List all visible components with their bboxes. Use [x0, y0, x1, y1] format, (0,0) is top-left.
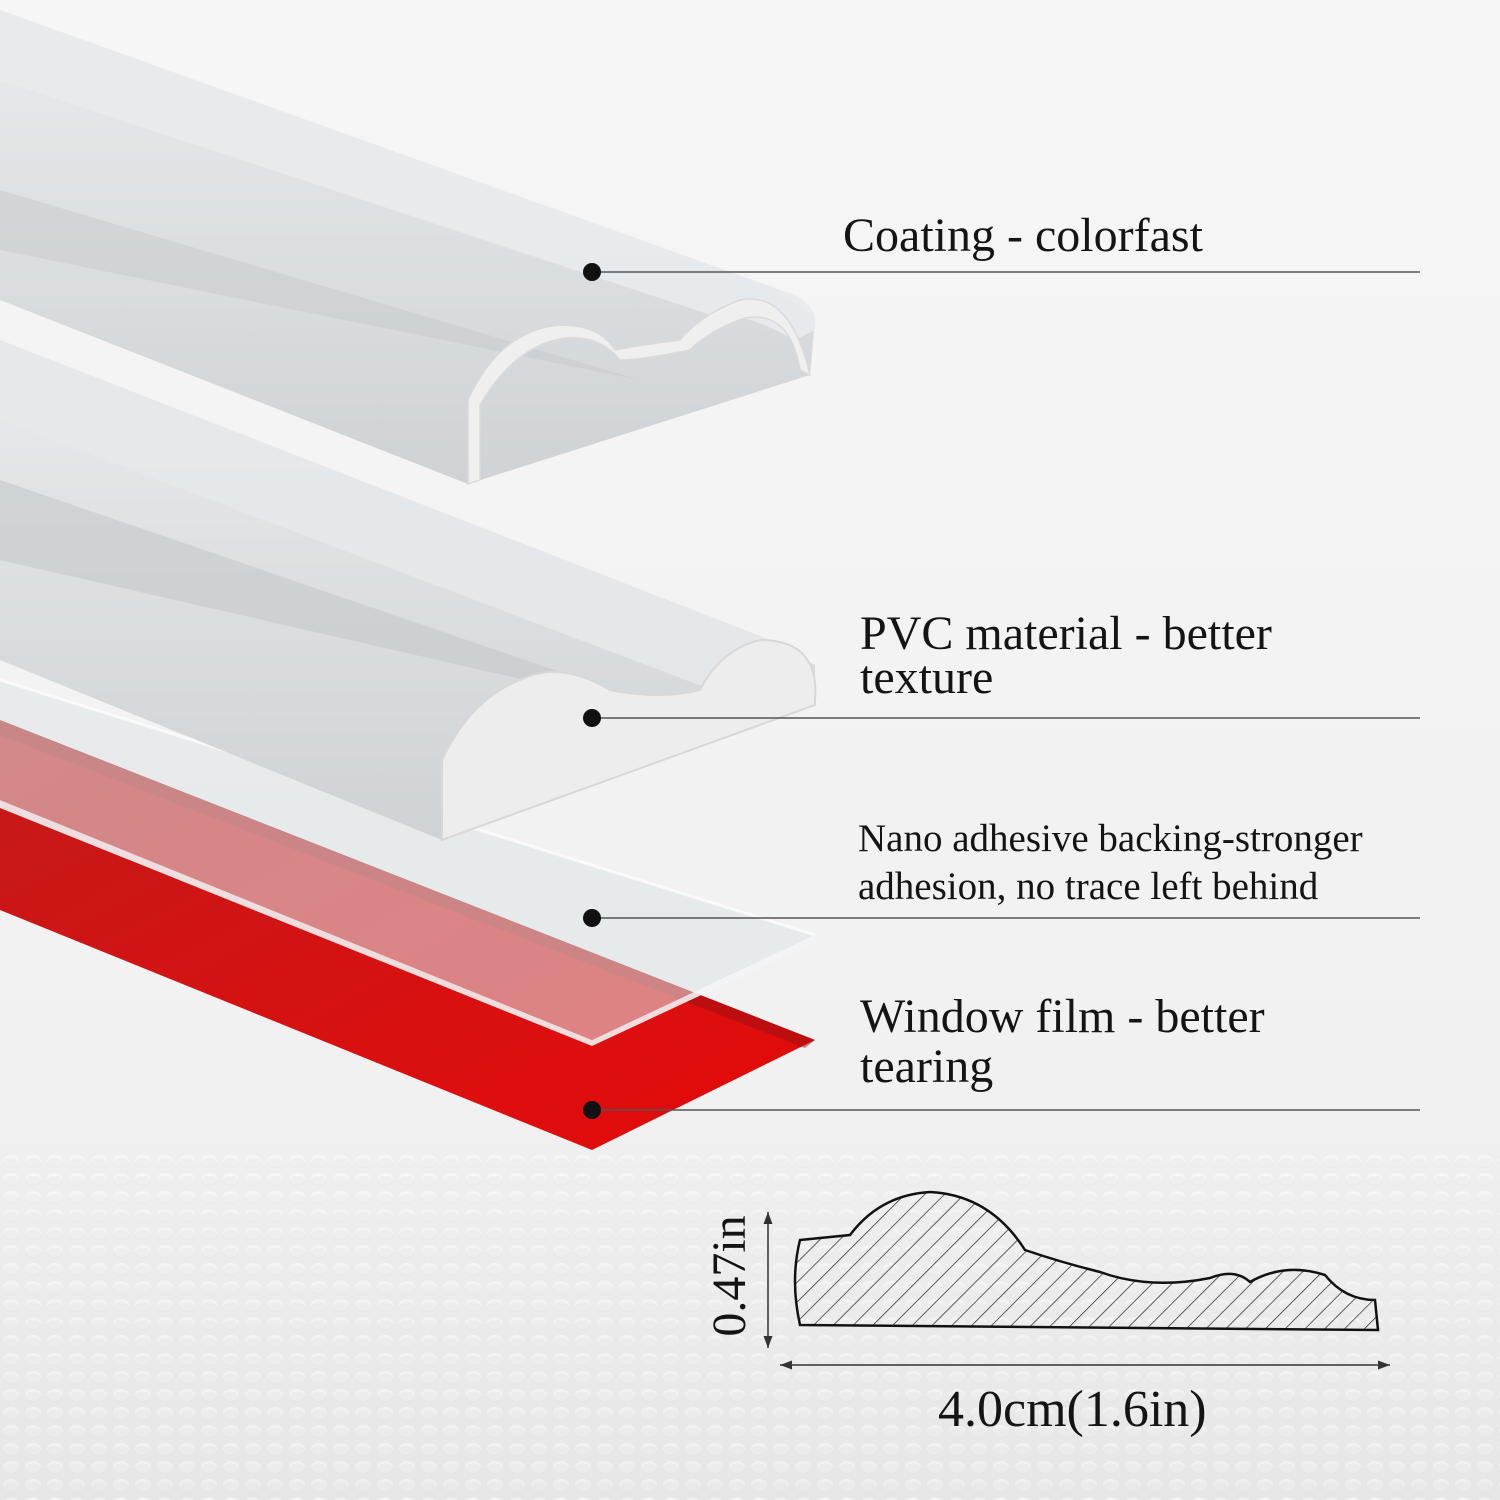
coating-strip: [0, 10, 816, 486]
film-label-line-1: Window film - better: [860, 990, 1265, 1043]
pvc-label: PVC material - better texture: [860, 607, 1272, 704]
cross-section-profile: [763, 1190, 1390, 1370]
height-dimension: 0.47in: [700, 1210, 760, 1342]
nano-label-line-1: Nano adhesive backing-stronger: [858, 817, 1363, 860]
film-label-line-2: tearing: [860, 1040, 994, 1093]
height-dimension-label: 0.47in: [703, 1215, 756, 1337]
width-dimension-label: 4.0cm(1.6in): [938, 1381, 1207, 1438]
window-film-label: Window film - better tearing: [860, 992, 1265, 1092]
marker-dot-coating: [583, 263, 601, 281]
marker-dot-pvc: [583, 709, 601, 727]
marker-dot-nano: [583, 909, 601, 927]
nano-label-line-2: adhesion, no trace left behind: [858, 865, 1319, 908]
pvc-label-line-1: PVC material - better: [860, 607, 1272, 660]
coating-label: Coating - colorfast: [843, 208, 1203, 264]
marker-dot-film: [583, 1101, 601, 1119]
nano-adhesive-label: Nano adhesive backing-stronger adhesion,…: [858, 815, 1363, 911]
pvc-strip: [0, 340, 817, 842]
leader-lines: [583, 263, 1420, 1119]
coating-label-line: Coating - colorfast: [843, 209, 1203, 262]
pvc-label-line-2: texture: [860, 651, 994, 704]
